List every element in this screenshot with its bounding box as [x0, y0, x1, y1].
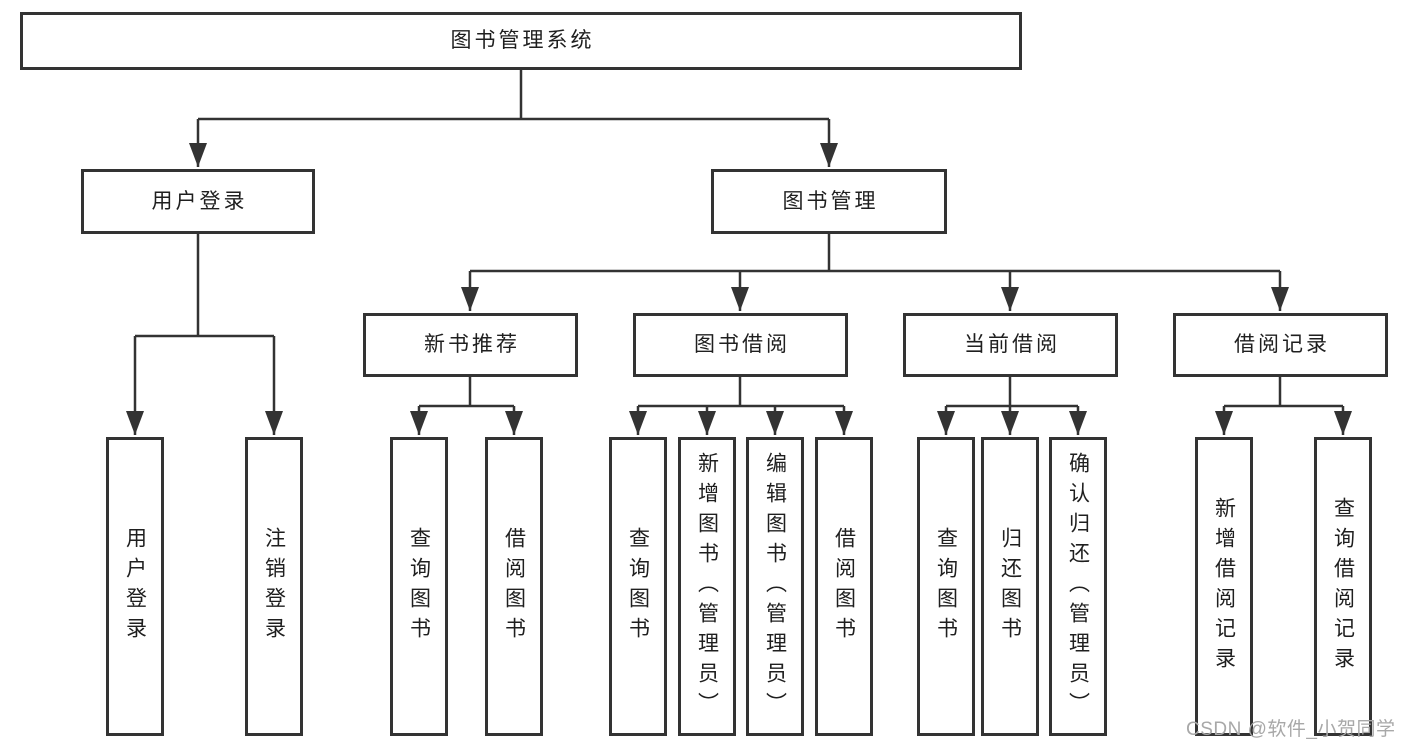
node-leaf-query-books-borrow-label: 查询图书	[626, 526, 650, 647]
node-leaf-borrow-books: 借阅图书	[815, 437, 873, 736]
node-leaf-logout: 注销登录	[245, 437, 303, 736]
node-leaf-add-borrow-record: 新增借阅记录	[1195, 437, 1253, 736]
node-user-login-label: 用户登录	[151, 189, 248, 213]
node-leaf-edit-book-admin-label: 编辑图书（管理员）	[763, 451, 787, 722]
node-leaf-borrow-books-label: 借阅图书	[832, 526, 856, 647]
node-current-borrow: 当前借阅	[903, 313, 1118, 377]
node-user-login: 用户登录	[81, 169, 315, 234]
node-leaf-return-book-label: 归还图书	[998, 526, 1022, 647]
node-leaf-confirm-return-admin: 确认归还（管理员）	[1049, 437, 1107, 736]
csdn-watermark: CSDN @软件_小贺同学	[1186, 719, 1396, 740]
node-leaf-return-book: 归还图书	[981, 437, 1039, 736]
node-leaf-confirm-return-admin-label: 确认归还（管理员）	[1066, 451, 1090, 722]
node-leaf-user-login-label: 用户登录	[123, 526, 147, 647]
node-leaf-query-borrow-record: 查询借阅记录	[1314, 437, 1372, 736]
node-leaf-add-book-admin-label: 新增图书（管理员）	[695, 451, 719, 722]
node-book-management: 图书管理	[711, 169, 947, 234]
node-leaf-logout-label: 注销登录	[262, 526, 286, 647]
node-leaf-query-books-recommend: 查询图书	[390, 437, 448, 736]
node-new-book-recommend-label: 新书推荐	[424, 333, 520, 357]
connector-lines	[126, 70, 1352, 435]
node-current-borrow-label: 当前借阅	[964, 333, 1060, 357]
node-leaf-query-books-borrow: 查询图书	[609, 437, 667, 736]
node-root: 图书管理系统	[20, 12, 1022, 70]
node-leaf-add-borrow-record-label: 新增借阅记录	[1212, 496, 1236, 677]
node-leaf-add-book-admin: 新增图书（管理员）	[678, 437, 736, 736]
node-leaf-query-books-recommend-label: 查询图书	[407, 526, 431, 647]
node-book-borrow: 图书借阅	[633, 313, 848, 377]
node-new-book-recommend: 新书推荐	[363, 313, 578, 377]
node-leaf-query-books-current-label: 查询图书	[934, 526, 958, 647]
node-leaf-borrow-books-recommend: 借阅图书	[485, 437, 543, 736]
node-leaf-edit-book-admin: 编辑图书（管理员）	[746, 437, 804, 736]
node-borrow-record: 借阅记录	[1173, 313, 1388, 377]
node-book-management-label: 图书管理	[782, 189, 879, 213]
node-root-label: 图书管理系统	[450, 29, 595, 53]
node-leaf-user-login: 用户登录	[106, 437, 164, 736]
node-borrow-record-label: 借阅记录	[1234, 333, 1330, 357]
node-leaf-query-books-current: 查询图书	[917, 437, 975, 736]
node-leaf-query-borrow-record-label: 查询借阅记录	[1331, 496, 1355, 677]
node-leaf-borrow-books-recommend-label: 借阅图书	[502, 526, 526, 647]
node-book-borrow-label: 图书借阅	[694, 333, 790, 357]
